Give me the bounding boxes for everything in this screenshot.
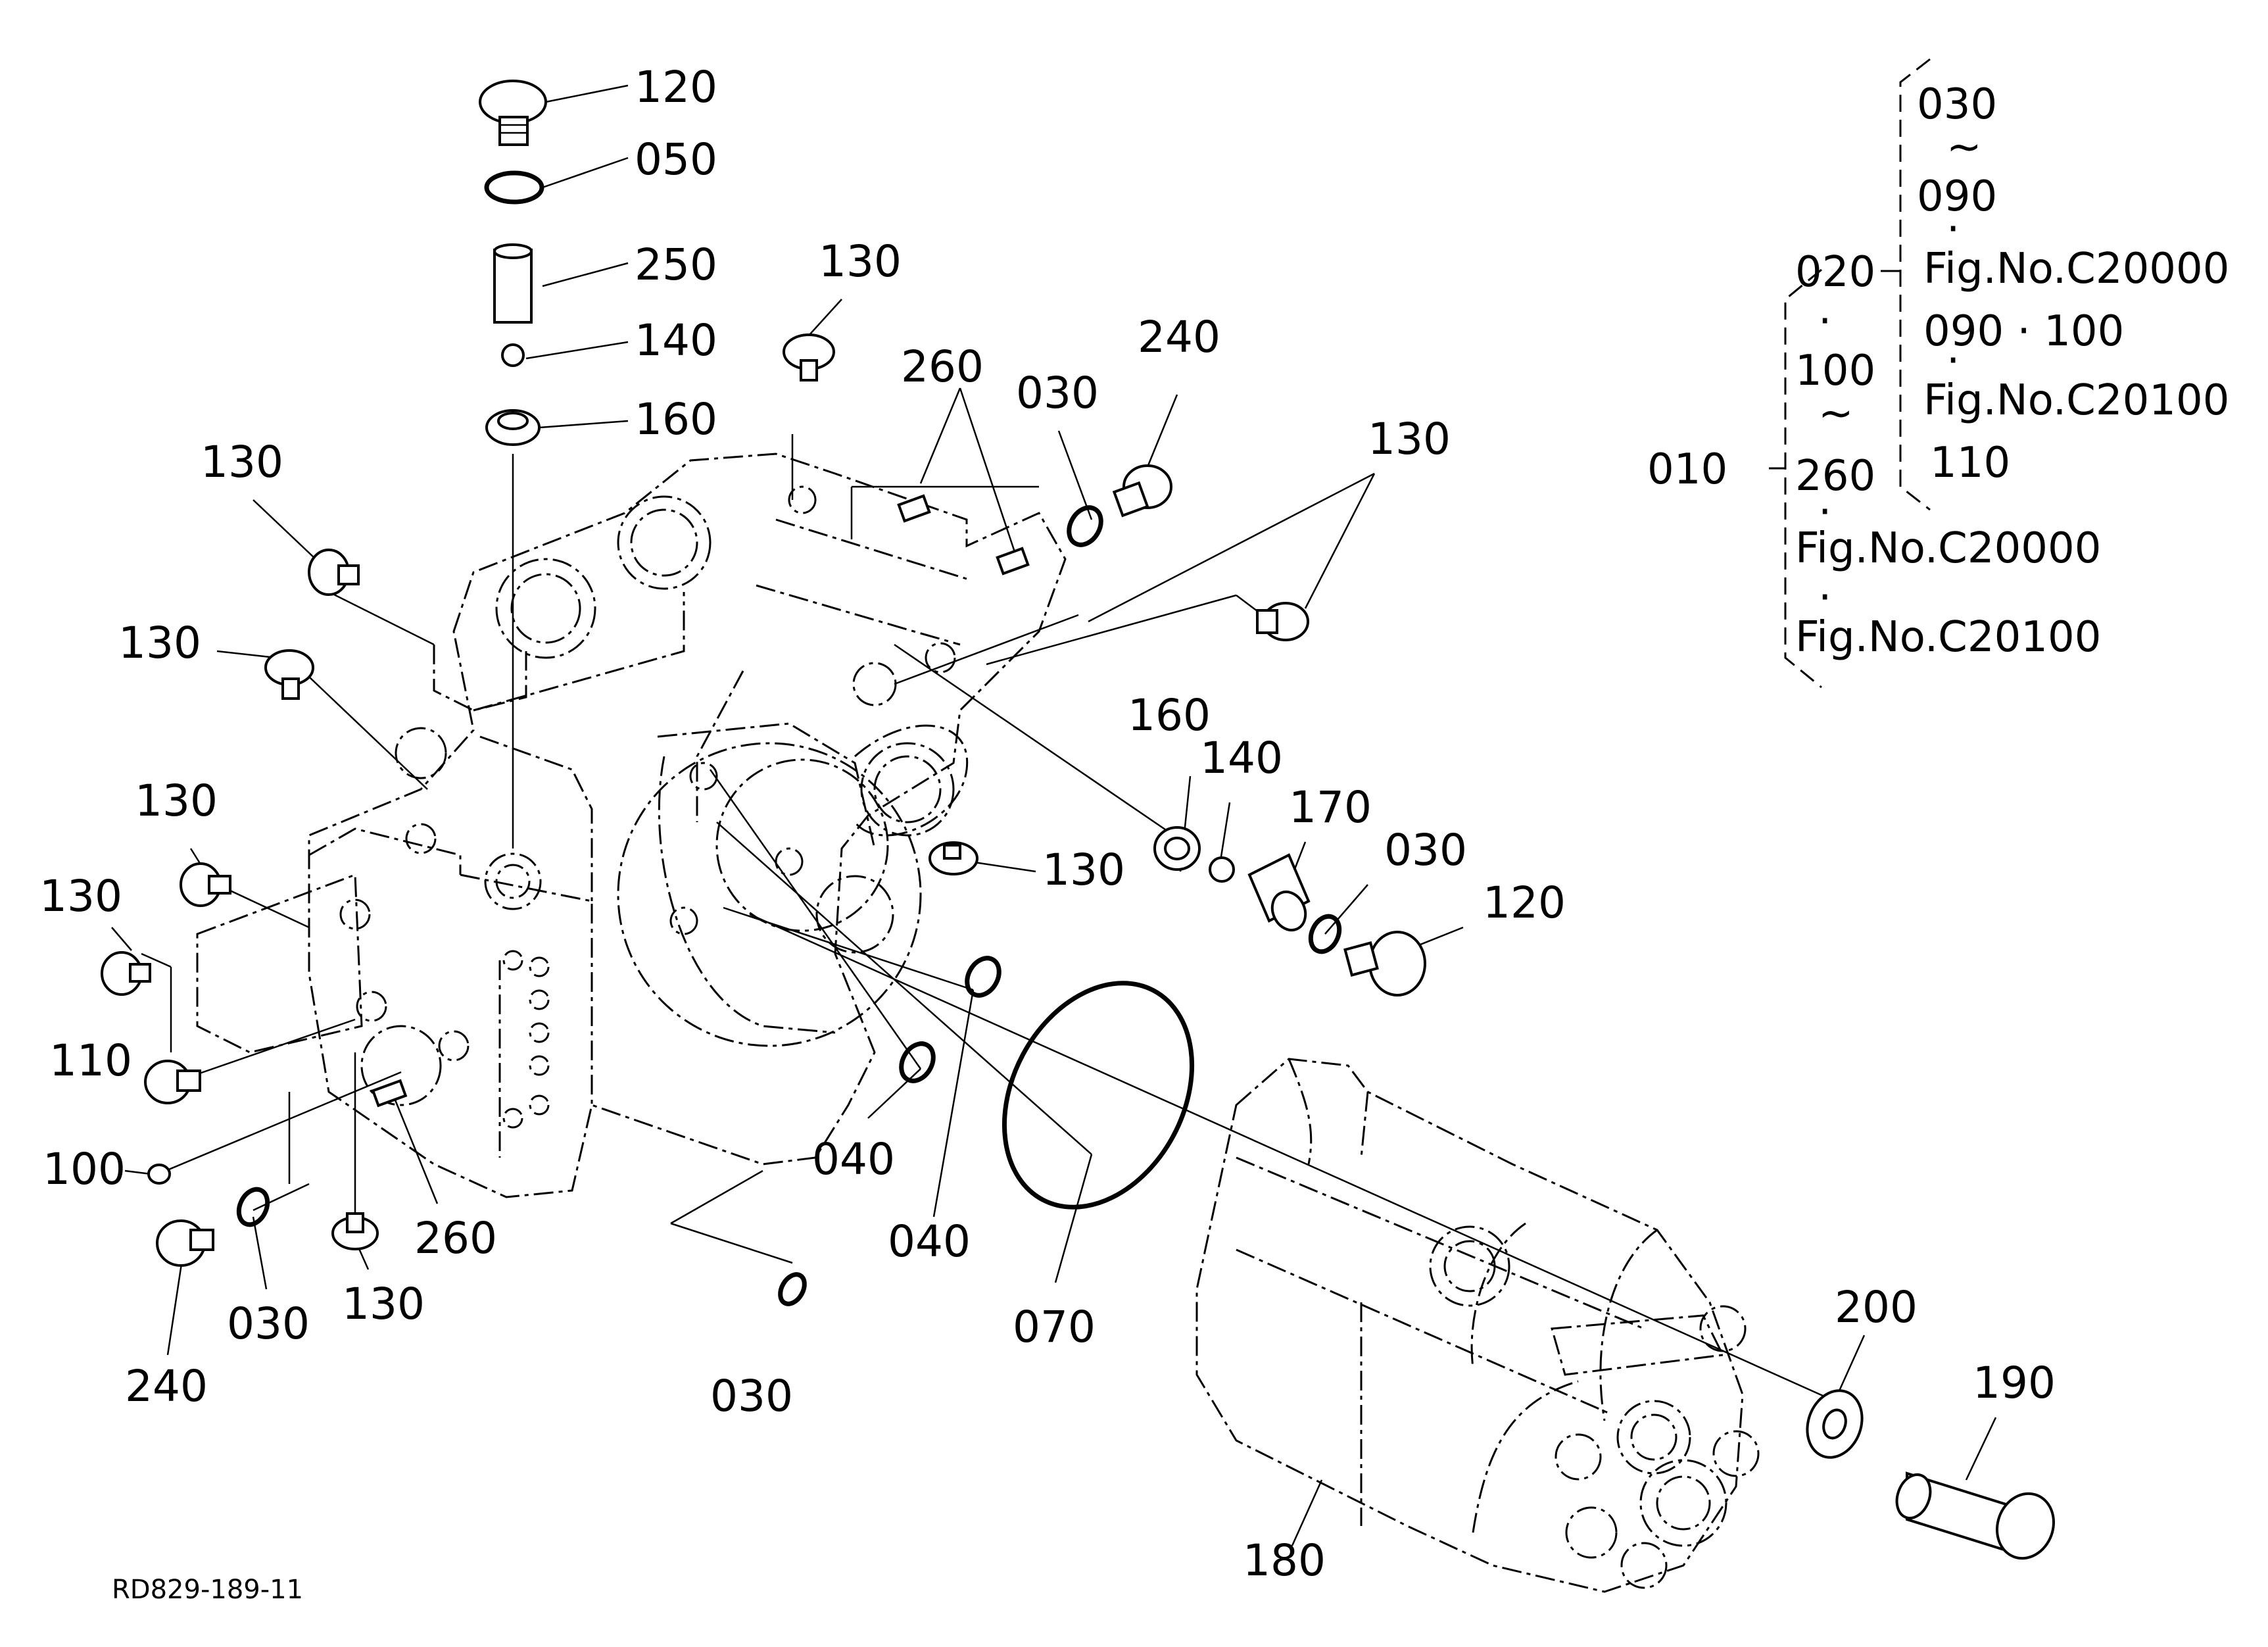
- callout-040-b: 040: [888, 1216, 971, 1267]
- ref-inner-1: ·: [1818, 297, 1831, 346]
- callout-260-top: 260: [901, 341, 984, 392]
- callout-250: 250: [635, 239, 717, 290]
- set-screw-100: [147, 1164, 171, 1185]
- ref-inner-0: 020: [1795, 248, 1875, 297]
- plug-240-bot: [156, 1219, 214, 1267]
- ref-010: 010: [1647, 445, 1727, 494]
- ref-inner-2: 100: [1795, 347, 1875, 395]
- callout-170: 170: [1289, 782, 1372, 833]
- callout-130-left4: 130: [39, 871, 122, 922]
- callout-120-mid: 120: [1483, 877, 1566, 928]
- oring-030-top: [1067, 505, 1103, 547]
- callout-130-left3: 130: [135, 775, 218, 826]
- callout-200: 200: [1835, 1282, 1918, 1333]
- oring-030-bot2: [778, 1272, 807, 1306]
- seat-160-mid: [1153, 826, 1201, 871]
- callout-130-left2: 130: [118, 618, 201, 668]
- pin-260-b: [996, 547, 1030, 576]
- leader-lines: [111, 84, 1997, 1546]
- plug-110: [144, 1060, 201, 1104]
- ref-inner-6: Fig.No.C20000: [1795, 524, 2101, 573]
- ref-inner-3: ~: [1818, 389, 1854, 438]
- plug-120-mid: [1343, 931, 1426, 996]
- callout-260-bot: 260: [414, 1213, 497, 1264]
- ref-inner-4: 260: [1795, 452, 1875, 501]
- oring-030-bot1: [236, 1187, 270, 1227]
- callout-160-top: 160: [635, 394, 717, 445]
- callout-030-top: 030: [1016, 368, 1099, 418]
- callout-140-top: 140: [635, 315, 717, 366]
- ref-outer-3: ·: [1946, 205, 1960, 254]
- plug-130-a: [783, 333, 835, 381]
- callout-030-bot2: 030: [710, 1371, 793, 1421]
- sleeve-170: [1247, 853, 1311, 932]
- oring-070: [1001, 981, 1195, 1210]
- ref-outer-7: Fig.No.C20100: [1923, 376, 2229, 425]
- plug-130-bot: [331, 1212, 379, 1250]
- callout-160-mid: 160: [1128, 690, 1211, 741]
- drawing-code: RD829-189-11: [112, 1575, 303, 1605]
- callout-240-bot: 240: [125, 1361, 208, 1412]
- ball-140-mid: [1209, 856, 1235, 883]
- callout-180: 180: [1243, 1535, 1326, 1586]
- sleeve-250: [493, 249, 533, 324]
- ref-inner-5: ·: [1818, 488, 1831, 537]
- washer-200: [1806, 1389, 1864, 1459]
- top-parts-stack: [479, 80, 547, 446]
- callout-130-right: 130: [1368, 414, 1451, 464]
- reference-block: 010 020 · 100 ~ 260 · Fig.No.C20000 · Fi…: [1647, 58, 2229, 689]
- callout-110: 110: [49, 1035, 132, 1086]
- plug-130-left1: [308, 549, 360, 596]
- pin-260-c: [371, 1079, 408, 1108]
- ref-inner-7: ·: [1818, 574, 1831, 622]
- callout-130-a: 130: [819, 236, 902, 287]
- callout-030-mid: 030: [1384, 825, 1467, 875]
- valve-housing: [196, 453, 1067, 1198]
- ball-140-top: [501, 343, 525, 367]
- plug-130-right: [1256, 602, 1309, 641]
- oring-040-a: [899, 1041, 936, 1083]
- callout-130-bot: 130: [342, 1279, 425, 1329]
- callout-100: 100: [43, 1144, 126, 1194]
- callout-240-top: 240: [1138, 312, 1220, 362]
- callout-190: 190: [1973, 1358, 2056, 1408]
- ref-outer-2: 090: [1917, 172, 1997, 221]
- oring-040-b: [965, 956, 1001, 998]
- callout-050: 050: [635, 134, 717, 185]
- ref-outer-1: ~: [1946, 123, 1982, 172]
- callout-130-mid: 130: [1042, 845, 1125, 895]
- ref-inner-8: Fig.No.C20100: [1795, 613, 2101, 662]
- plug-130-mid: [929, 841, 978, 875]
- ref-outer-4: Fig.No.C20000: [1923, 245, 2229, 293]
- ref-outer-5: 090 · 100: [1923, 307, 2124, 356]
- callout-140-mid: 140: [1200, 733, 1283, 783]
- plug-130-left2: [264, 649, 314, 700]
- plug-130-left3: [180, 862, 231, 907]
- bolt-190: [1895, 1471, 2056, 1560]
- ref-outer-0: 030: [1917, 80, 1997, 129]
- oring-030-mid: [1308, 914, 1342, 954]
- callout-040-a: 040: [812, 1134, 895, 1185]
- gear-pump: [1195, 1058, 1760, 1593]
- ref-outer-6: ·: [1946, 337, 1960, 385]
- plugs-130: [101, 333, 1309, 1250]
- callout-120-top: 120: [635, 62, 717, 112]
- ref-outer-8: 110: [1930, 439, 2010, 487]
- callout-030-bot1: 030: [227, 1298, 310, 1349]
- callout-130-left1: 130: [201, 437, 283, 487]
- callout-070: 070: [1013, 1302, 1096, 1352]
- callout-labels: 120 050 250 140 160 130 260 030 240 130 …: [39, 62, 2056, 1586]
- plug-130-left4: [101, 951, 151, 996]
- small-parts: [144, 464, 2056, 1560]
- pin-260-a: [897, 494, 931, 523]
- oring-050: [484, 170, 544, 205]
- plug-240-top: [1112, 464, 1172, 518]
